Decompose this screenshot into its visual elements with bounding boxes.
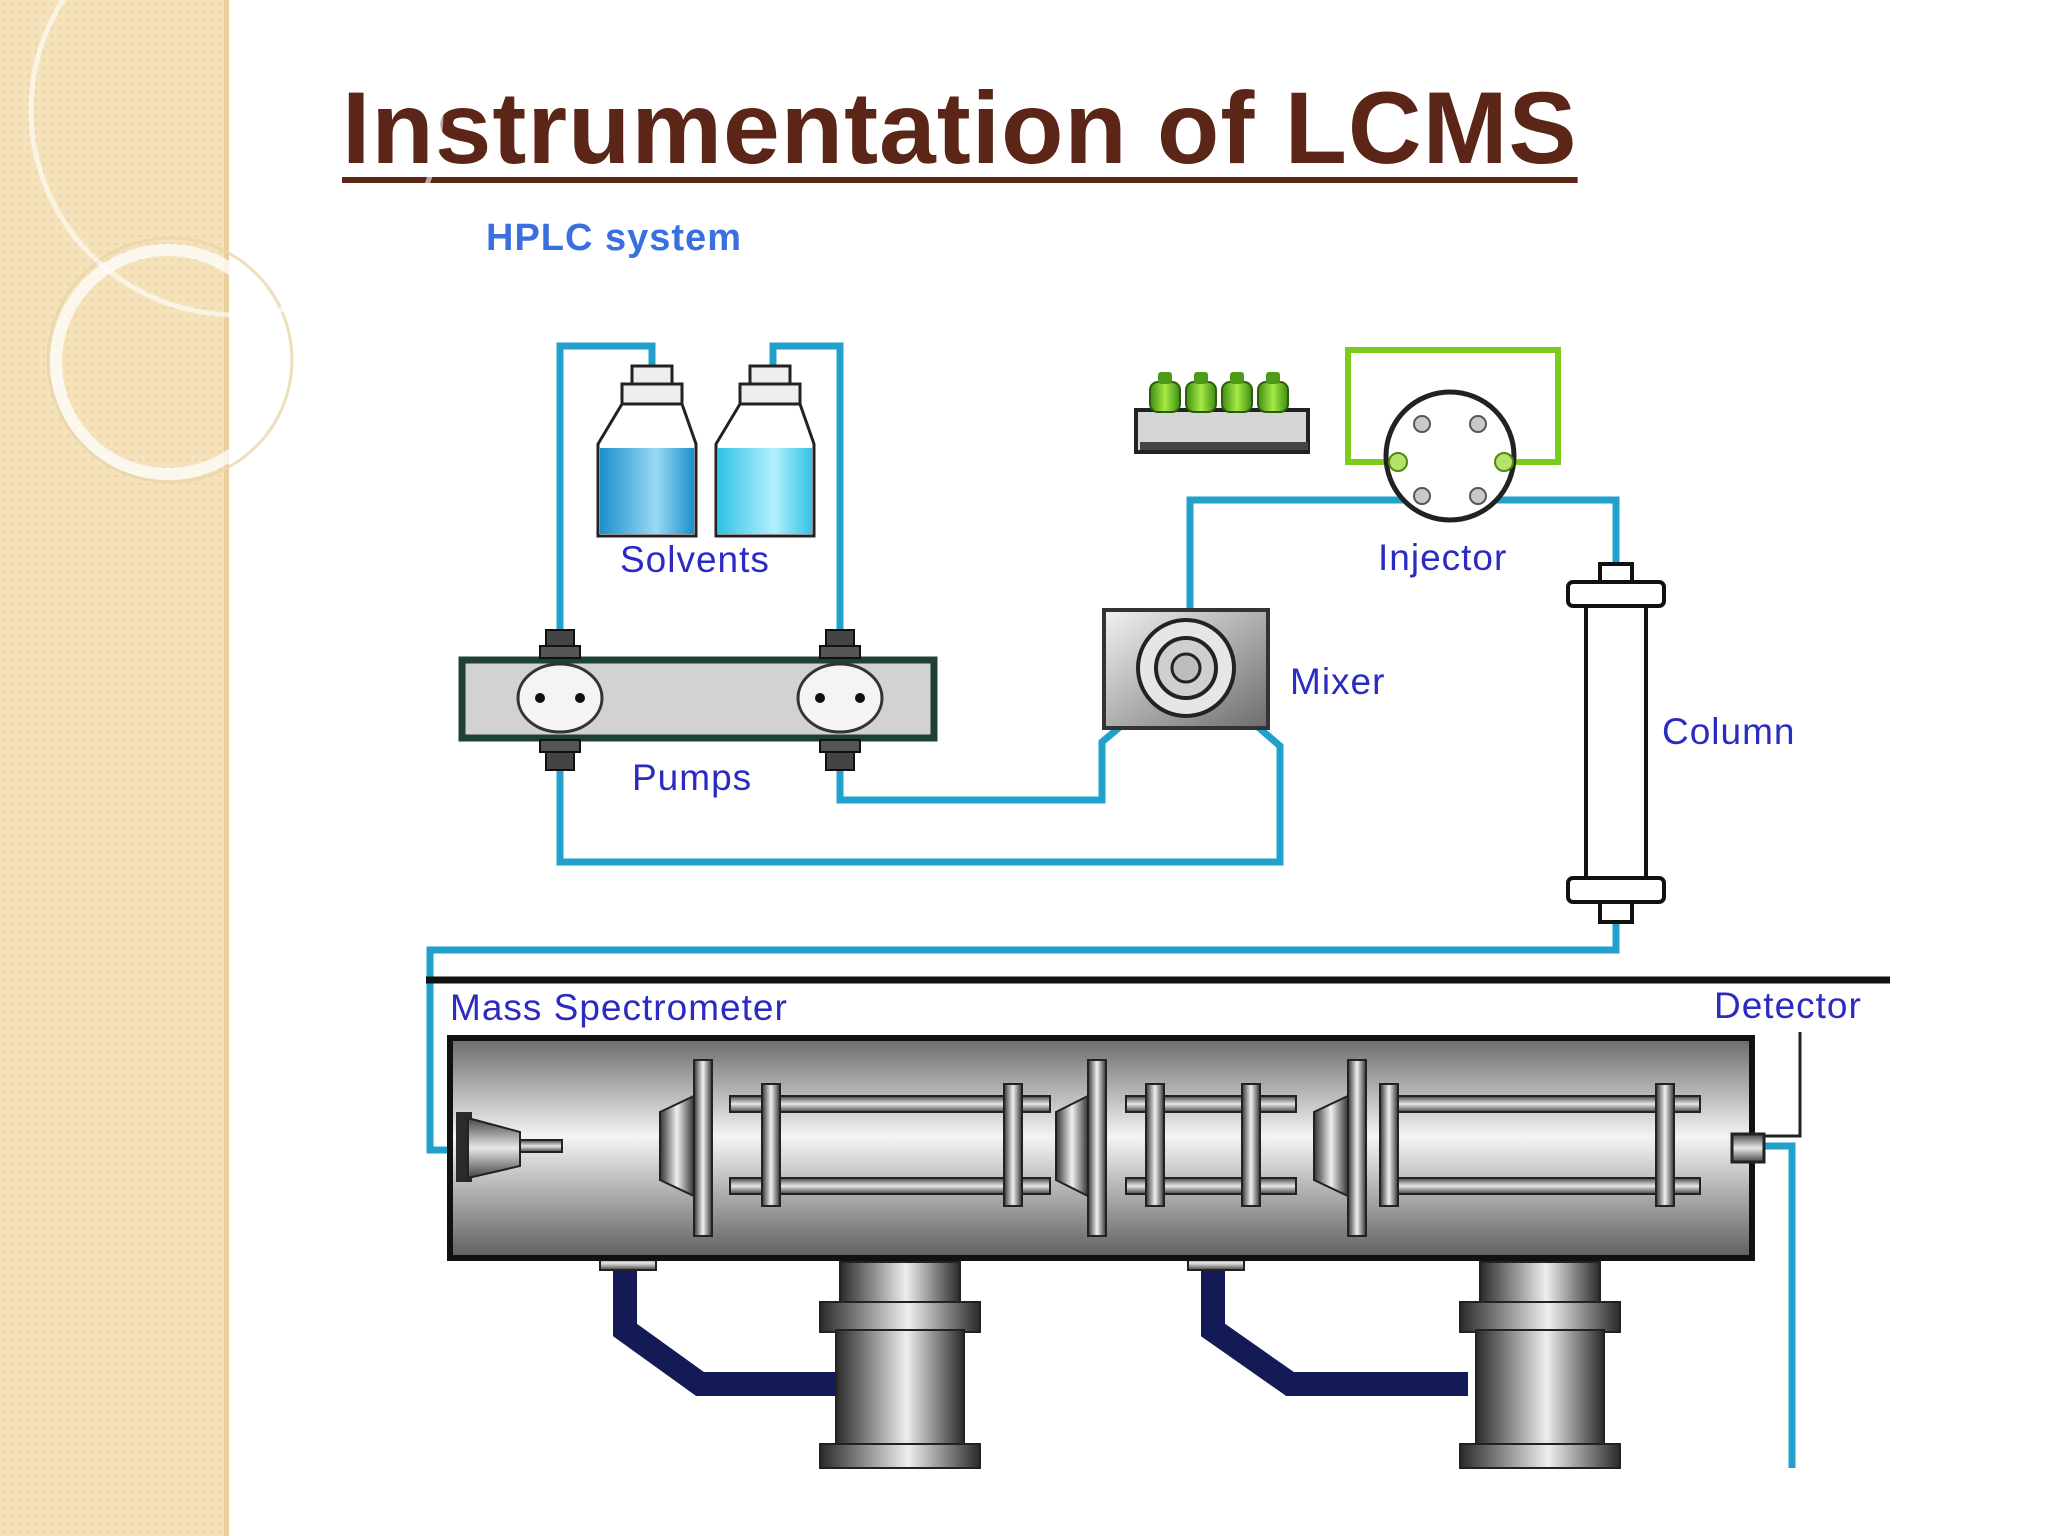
pumps-label: Pumps: [632, 757, 752, 798]
detector: [1730, 1032, 1802, 1164]
detector-label: Detector: [1714, 985, 1862, 1026]
column: [1566, 562, 1666, 924]
pump-unit: [458, 629, 938, 771]
decorative-rings: [28, 0, 444, 484]
solvents-label: Solvents: [620, 539, 770, 580]
ms-analyzer-1: [659, 1059, 1051, 1237]
sample-vial-rack: [1134, 372, 1310, 454]
ms-analyzer-3: [1313, 1059, 1701, 1237]
mass-spectrometer-label: Mass Spectrometer: [450, 987, 788, 1028]
vacuum-pumps: [599, 1255, 1621, 1469]
ms-analyzer-2: [1055, 1059, 1297, 1237]
pump-head-left: [516, 629, 604, 771]
injector-label: Injector: [1378, 537, 1507, 578]
hplc-system-label: HPLC system: [486, 217, 742, 259]
vacuum-pump-left: [819, 1261, 981, 1469]
ion-source: [456, 1112, 563, 1182]
injector: [1345, 347, 1561, 523]
vacuum-pump-right: [1459, 1261, 1621, 1469]
side-band-edge: [224, 0, 229, 1536]
mixer-label: Mixer: [1290, 661, 1385, 702]
slide-title: Instrumentation of LCMS: [342, 71, 1578, 185]
pump-head-right: [796, 629, 884, 771]
solvent-bottle-2: [714, 364, 816, 538]
column-label: Column: [1662, 711, 1796, 752]
mixer: [1102, 608, 1270, 730]
solvent-bottle-1: [596, 364, 698, 538]
